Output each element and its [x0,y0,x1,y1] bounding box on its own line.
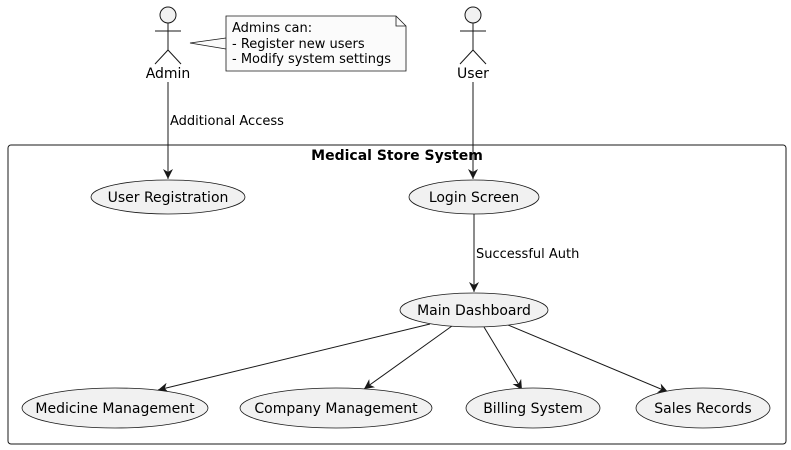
edge-dashboard-to-medicine [157,323,431,393]
edge-dashboard-to-sales [507,324,669,393]
use-case-sales-records[interactable]: Sales Records [635,387,771,429]
note-line: Admins can: [232,21,312,36]
stick-figure-icon [154,6,182,65]
note-admin: Admins can: - Register new users - Modif… [189,15,407,72]
note-line: - Modify system settings [232,52,391,67]
actor-admin: Admin [146,6,191,82]
system-title: Medical Store System [311,148,483,164]
note-shape [225,15,407,72]
use-case-label: Medicine Management [35,401,195,417]
use-case-login-screen[interactable]: Login Screen [408,179,540,215]
use-case-user-registration[interactable]: User Registration [90,179,246,215]
note-line: - Register new users [232,37,365,52]
edge-label: Successful Auth [476,247,579,262]
use-case-label: Sales Records [654,401,751,417]
stick-figure-icon [459,6,487,65]
edge-label: Additional Access [170,114,284,129]
edge-dashboard-to-billing [483,326,523,391]
use-case-billing-system[interactable]: Billing System [465,387,601,429]
note-connector [189,37,227,50]
actor-label-admin: Admin [146,66,191,82]
use-case-label: Company Management [254,401,418,417]
use-case-main-dashboard[interactable]: Main Dashboard [399,292,549,328]
actor-label-user: User [457,66,489,82]
use-case-company-management[interactable]: Company Management [239,387,433,429]
use-case-label: Main Dashboard [417,303,531,319]
system-boundary: Medical Store System [7,144,787,445]
use-case-label: Login Screen [429,190,519,206]
use-case-medicine-management[interactable]: Medicine Management [21,387,209,429]
edge-dashboard-to-company [363,325,453,390]
actor-user: User [457,6,489,82]
note-fold [395,16,406,27]
use-case-label: Billing System [483,401,583,417]
use-case-label: User Registration [108,190,229,206]
